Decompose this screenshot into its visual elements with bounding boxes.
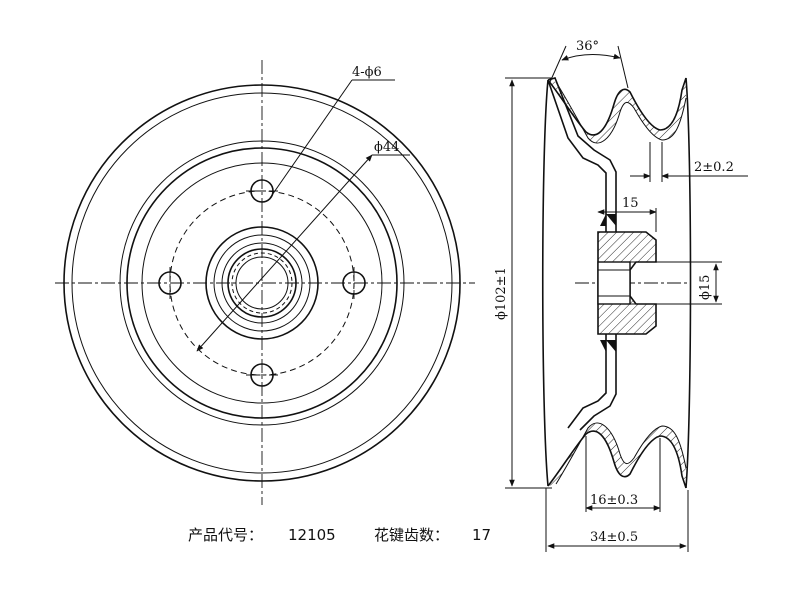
section-view [541,77,692,489]
outer-rim-inner-circle [71,92,453,474]
upper-web-outline-right [547,77,617,205]
upper-weld-fillet [606,214,616,226]
angle-dimension-arc [561,53,621,61]
product-code-label: 产品代号： [188,526,263,544]
spline-teeth-value: 17 [472,526,491,544]
bore-diameter-label: ϕ15 [698,275,713,300]
dimensions: 36° 2±0.2 15 ϕ102±1 ϕ15 16±0.3 34±0.5 [494,39,748,552]
web-outer-circle [126,147,398,419]
outer-rim-circle [63,84,461,482]
lower-weld-fillet-left [600,340,606,352]
product-code-value: 12105 [288,526,336,544]
lower-groove-hatch [548,423,686,488]
wall-thickness-label: 2±0.2 [694,160,734,175]
bolt-hole-label: 4-ϕ6 [352,65,382,80]
pitch-circle-dimension-line [196,154,373,352]
upper-groove-hatch [548,78,686,143]
angle-ext-right [617,45,629,89]
bolt-hole-leader-line [269,79,353,199]
outer-diameter-label: ϕ102±1 [494,267,509,320]
groove-bottom-circle [119,140,405,426]
lower-web-outline-left [567,361,607,429]
pulley-left-face [541,79,549,487]
pitch-circle-label: ϕ44 [374,140,399,155]
groove-angle-label: 36° [576,39,599,54]
caption: 产品代号： 12105 花键齿数： 17 [188,526,491,544]
spline-teeth-label: 花键齿数： [374,526,449,544]
angle-ext-left [549,45,567,83]
hub-width-label: 15 [622,196,639,211]
pulley-right-face [685,77,692,489]
total-width-label: 34±0.5 [590,530,638,545]
front-view: 4-ϕ6 ϕ44 [55,60,475,505]
groove-pitch-label: 16±0.3 [590,493,638,508]
lower-weld-fillet [606,340,616,352]
lower-web-outline-right [579,361,617,431]
upper-web-outline-left [547,79,607,205]
upper-weld-fillet-left [600,214,606,226]
hub-bore [597,261,631,305]
